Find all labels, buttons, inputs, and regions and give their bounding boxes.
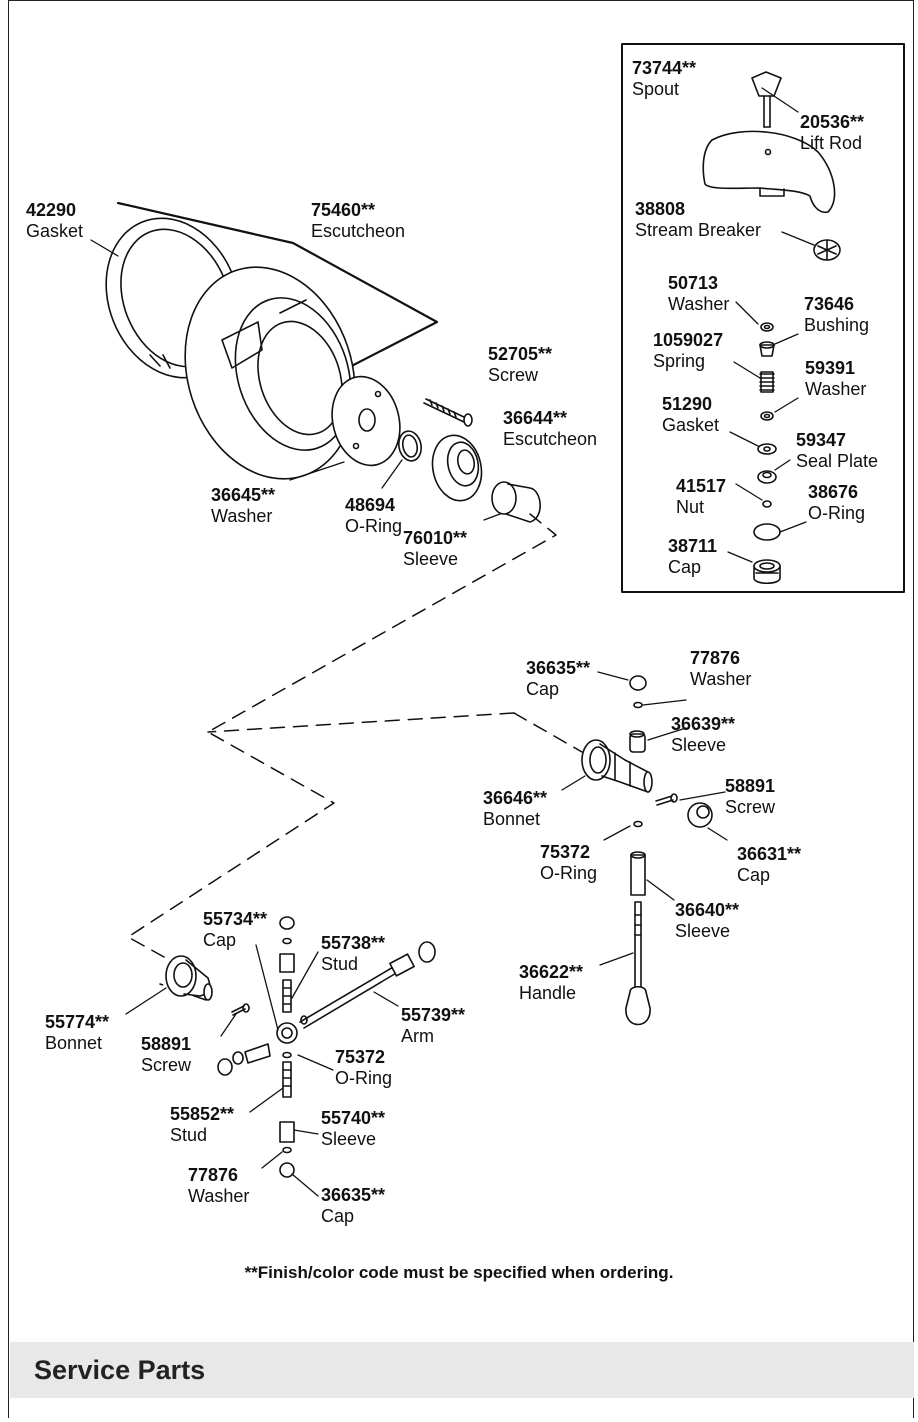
label-cap-36631: 36631**Cap: [737, 844, 802, 885]
escutcheon-dome-shape: [184, 266, 356, 480]
label-screw-52705: 52705**Screw: [488, 344, 553, 385]
label-bonnet-55774: 55774**Bonnet: [45, 1012, 110, 1053]
label-spout: 73744**Spout: [632, 58, 697, 99]
label-cap-36635-bottom: 36635**Cap: [321, 1185, 386, 1226]
label-cap-36635-top: 36635**Cap: [526, 658, 591, 699]
handle-lever-shape: [625, 901, 651, 1026]
left-bonnet-shape: [165, 955, 213, 1001]
escutcheon-plate-outline: [116, 201, 439, 376]
label-stud-55852: 55852**Stud: [170, 1104, 235, 1145]
leader-lines: [90, 87, 815, 1197]
label-sleeve-76010: 76010**Sleeve: [403, 528, 468, 569]
label-sleeve-36640: 36640**Sleeve: [675, 900, 740, 941]
label-cap-55734: 55734**Cap: [203, 909, 268, 950]
right-bonnet-shape: [581, 739, 653, 793]
label-arm-55739: 55739**Arm: [401, 1005, 466, 1046]
ordering-footnote: **Finish/color code must be specified wh…: [244, 1263, 674, 1282]
label-escutcheon-75460: 75460**Escutcheon: [311, 200, 406, 241]
label-sleeve-55740: 55740**Sleeve: [321, 1108, 386, 1149]
small-escutcheon-shape: [431, 434, 483, 502]
label-stud-55738: 55738**Stud: [321, 933, 386, 974]
label-handle-36622: 36622**Handle: [519, 962, 584, 1003]
section-header-band: Service Parts: [10, 1342, 914, 1398]
screw-shape: [423, 398, 473, 427]
page-frame: [8, 0, 914, 1418]
right-valve-small-parts: [629, 675, 713, 896]
label-escutcheon-36644: 36644**Escutcheon: [503, 408, 598, 449]
diverter-valve-assembly: [217, 916, 436, 1178]
spout-kit-small-parts: [753, 322, 781, 585]
washer-plate-shape: [331, 375, 401, 467]
oring-shape: [397, 430, 423, 462]
label-sleeve-36639: 36639**Sleeve: [671, 714, 736, 755]
section-title: Service Parts: [34, 1355, 206, 1385]
label-bonnet-36646: 36646**Bonnet: [483, 788, 548, 829]
label-lift-rod: 20536**Lift Rod: [800, 112, 865, 153]
stream-breaker-shape: [813, 239, 841, 261]
sleeve-cylinder-shape: [491, 481, 541, 523]
spout-kit-box: [621, 43, 905, 593]
dashed-guide-lines: [127, 513, 583, 1001]
spout-shape: [702, 130, 836, 214]
label-washer-36645: 36645**Washer: [211, 485, 276, 526]
lift-rod-shape: [751, 71, 782, 128]
